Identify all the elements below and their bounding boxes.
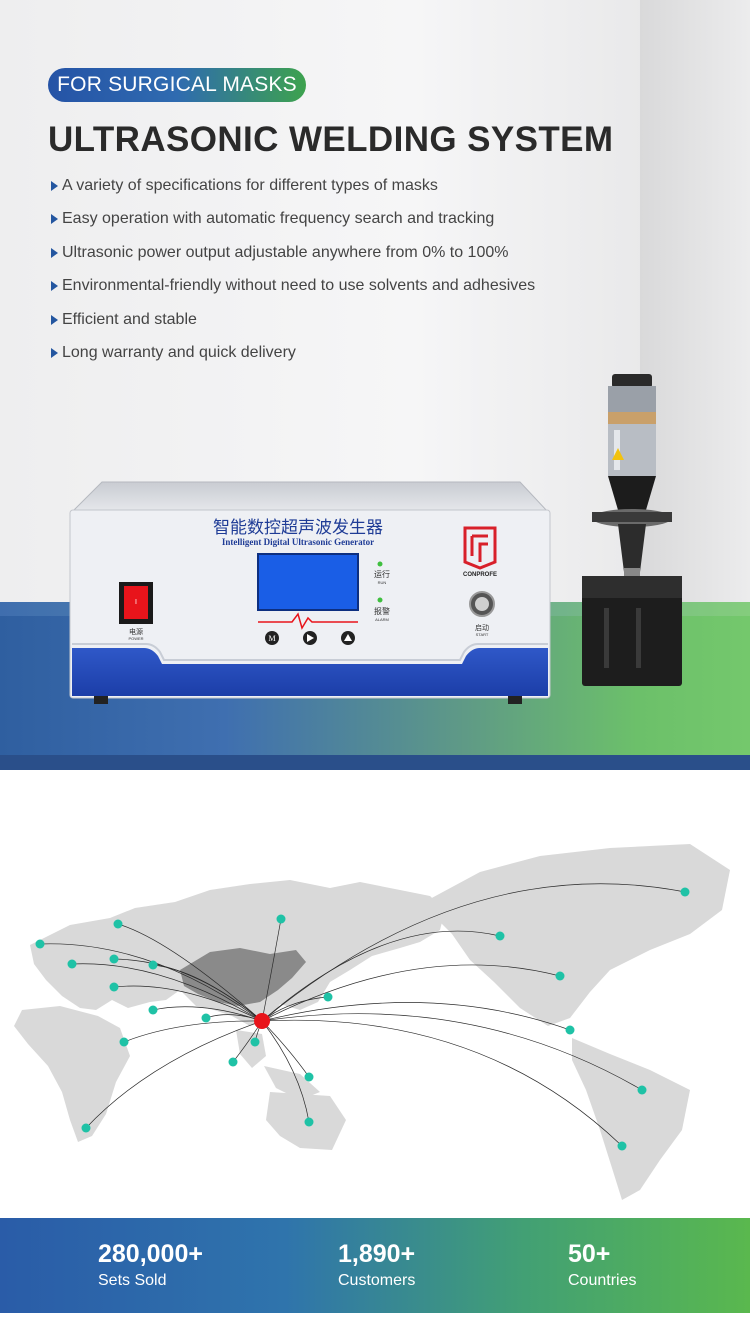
feature-text: Long warranty and quick delivery <box>62 343 296 361</box>
stats-bar: 280,000+ Sets Sold 1,890+ Customers 50+ … <box>0 1218 750 1313</box>
location-dot <box>495 931 505 941</box>
power-switch-mark: I <box>135 599 137 606</box>
location-dot <box>565 1025 575 1035</box>
stat-customers: 1,890+ Customers <box>338 1240 415 1290</box>
location-dots <box>35 887 690 1151</box>
brand-name: CONPROFE <box>463 572 497 578</box>
feature-item: Ultrasonic power output adjustable anywh… <box>50 244 535 277</box>
power-label-en: POWER <box>128 636 143 641</box>
alarm-label-cn: 报警 <box>374 606 390 616</box>
location-dot <box>304 1072 314 1082</box>
location-dot <box>228 1057 238 1067</box>
location-dot <box>109 982 119 992</box>
headquarters-marker <box>254 1013 270 1029</box>
location-dot <box>35 939 45 949</box>
stat-value: 280,000+ <box>98 1240 203 1268</box>
power-label-cn: 电源 <box>129 627 143 636</box>
run-label-cn: 运行 <box>374 569 390 579</box>
location-dot <box>250 1037 260 1047</box>
feature-text: Easy operation with automatic frequency … <box>62 210 495 228</box>
generator-title-cn: 智能数控超声波发生器 <box>213 518 383 538</box>
location-dot <box>148 960 158 970</box>
location-dot <box>680 887 690 897</box>
feature-text: Ultrasonic power output adjustable anywh… <box>62 243 509 261</box>
page-title: ULTRASONIC WELDING SYSTEM <box>48 120 614 159</box>
location-dot <box>201 1013 211 1023</box>
triangle-bullet-icon <box>51 347 58 358</box>
alarm-label-en: ALARM <box>375 617 389 622</box>
stat-label: Customers <box>338 1272 416 1289</box>
run-label-en: RUN <box>378 580 387 585</box>
location-dot <box>637 1085 647 1095</box>
world-distribution-map <box>14 844 730 1200</box>
feature-item: Efficient and stable <box>50 311 535 344</box>
stat-label: Sets Sold <box>98 1272 167 1289</box>
feature-text: Efficient and stable <box>62 310 197 328</box>
location-dot <box>67 959 77 969</box>
waveform-line <box>258 612 358 630</box>
triangle-bullet-icon <box>51 281 58 292</box>
stat-value: 1,890+ <box>338 1240 416 1268</box>
location-dot <box>323 992 333 1002</box>
power-switch[interactable] <box>124 586 148 619</box>
hero-banner: FOR SURGICAL MASKS ULTRASONIC WELDING SY… <box>0 0 750 770</box>
generator-title-en: Intelligent Digital Ultrasonic Generator <box>222 537 374 547</box>
stat-countries: 50+ Countries <box>568 1240 636 1290</box>
location-dot <box>148 1005 158 1015</box>
triangle-bullet-icon <box>51 181 58 191</box>
location-dot <box>304 1117 314 1127</box>
category-badge: FOR SURGICAL MASKS <box>48 68 306 102</box>
china-highlight <box>180 948 306 1006</box>
start-label-cn: 启动 <box>475 623 489 632</box>
connection-lines <box>39 883 686 1147</box>
location-dot <box>555 971 565 981</box>
feature-text: Environmental-friendly without need to u… <box>62 277 536 295</box>
feature-item: Environmental-friendly without need to u… <box>50 277 535 310</box>
alarm-indicator <box>377 597 383 603</box>
location-dot <box>276 914 286 924</box>
triangle-bullet-icon <box>51 247 58 258</box>
triangle-bullet-icon <box>51 314 58 325</box>
feature-text: A variety of specifications for differen… <box>62 177 438 194</box>
start-knob-cap <box>475 597 489 611</box>
location-dot <box>119 1037 129 1047</box>
play-icon <box>307 634 314 642</box>
menu-button[interactable] <box>265 631 279 645</box>
location-dot <box>113 919 123 929</box>
up-arrow-icon <box>344 634 352 641</box>
feature-list: A variety of specifications for differen… <box>50 177 535 377</box>
feature-item: Long warranty and quick delivery <box>50 344 535 377</box>
welding-horn <box>582 374 682 686</box>
location-dot <box>109 954 119 964</box>
feature-item: A variety of specifications for differen… <box>50 177 535 210</box>
stat-value: 50+ <box>568 1240 611 1268</box>
menu-button-label: M <box>268 634 275 643</box>
location-dot <box>81 1123 91 1133</box>
lcd-display <box>257 553 359 611</box>
run-indicator <box>377 561 383 567</box>
feature-item: Easy operation with automatic frequency … <box>50 210 535 243</box>
stat-label: Countries <box>568 1272 637 1289</box>
triangle-bullet-icon <box>51 214 58 225</box>
start-label-en: START <box>476 632 489 637</box>
location-dot <box>617 1141 627 1151</box>
conprofe-logo <box>463 526 497 570</box>
stat-sets-sold: 280,000+ Sets Sold <box>98 1240 203 1290</box>
ultrasonic-generator: 智能数控超声波发生器 Intelligent Digital Ultrasoni… <box>69 481 551 704</box>
floor-bottom-edge <box>0 755 750 770</box>
